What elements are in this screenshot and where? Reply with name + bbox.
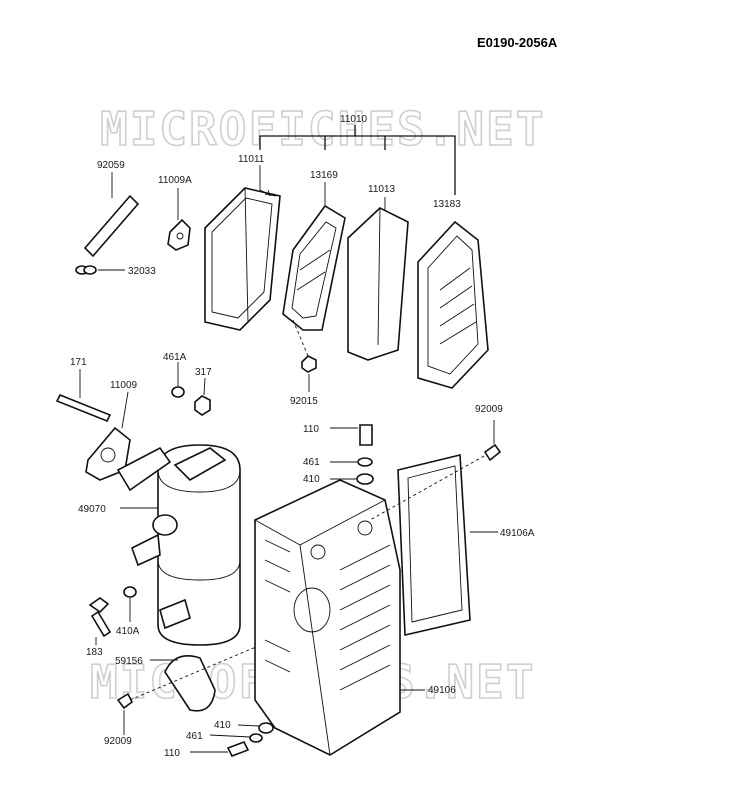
bolt-110-bottom xyxy=(190,740,250,758)
label-92009-bottom: 92009 xyxy=(104,736,132,747)
label-13169: 13169 xyxy=(310,170,338,181)
label-92059: 92059 xyxy=(97,160,125,171)
label-92015: 92015 xyxy=(290,396,318,407)
screw-92009-bottom xyxy=(116,619,321,735)
washer-410-bottom xyxy=(258,722,274,734)
stud-171 xyxy=(55,369,112,423)
breather-hose xyxy=(83,172,140,258)
muffler-49070 xyxy=(116,444,241,646)
hose-clamp xyxy=(75,265,125,275)
label-171: 171 xyxy=(70,357,87,368)
label-110-bottom: 110 xyxy=(164,748,180,759)
label-11009: 11009 xyxy=(110,380,138,391)
washer-461-bottom xyxy=(249,733,263,743)
label-59156: 59156 xyxy=(115,656,143,667)
washer-410a xyxy=(123,586,137,598)
bolt-110-top xyxy=(330,424,373,446)
screw-92009-top xyxy=(369,420,502,521)
label-11011: 11011 xyxy=(238,154,265,165)
group-bracket-11010 xyxy=(259,125,456,210)
diagram-code: E0190-2056A xyxy=(477,35,558,50)
label-11009a: 11009A xyxy=(158,175,192,186)
washer-410-top xyxy=(356,473,374,485)
nut-92015 xyxy=(292,319,317,392)
label-13183: 13183 xyxy=(433,199,461,210)
air-cleaner-case xyxy=(204,187,281,331)
gasket-11009a xyxy=(167,188,191,251)
label-11010: 11010 xyxy=(340,114,368,125)
washer-461-top xyxy=(357,457,373,467)
label-317: 317 xyxy=(195,367,212,378)
label-49106: 49106 xyxy=(428,685,456,696)
label-461-top: 461 xyxy=(303,457,320,468)
label-410-top: 410 xyxy=(303,474,320,485)
label-11013: 11013 xyxy=(368,184,396,195)
label-183: 183 xyxy=(86,647,103,658)
label-110-top: 110 xyxy=(303,424,319,435)
muffler-cover-49106 xyxy=(254,479,425,756)
label-49106a: 49106A xyxy=(500,528,535,539)
label-49070: 49070 xyxy=(78,504,106,515)
watermark-top: MICROFICHES.NET xyxy=(100,102,545,156)
label-410a: 410A xyxy=(116,626,140,637)
label-92009-top: 92009 xyxy=(475,404,503,415)
bolt-183 xyxy=(88,597,112,645)
washer-461a xyxy=(171,386,185,398)
air-cleaner-gasket xyxy=(282,204,346,331)
label-32033: 32033 xyxy=(128,266,156,277)
air-cleaner-cover xyxy=(417,220,489,389)
label-461-bottom: 461 xyxy=(186,731,203,742)
label-410-bottom: 410 xyxy=(214,720,231,731)
label-461a: 461A xyxy=(163,352,187,363)
cover-plate-49106a xyxy=(397,453,498,636)
air-filter-element xyxy=(347,207,409,361)
nut-317 xyxy=(194,395,211,416)
